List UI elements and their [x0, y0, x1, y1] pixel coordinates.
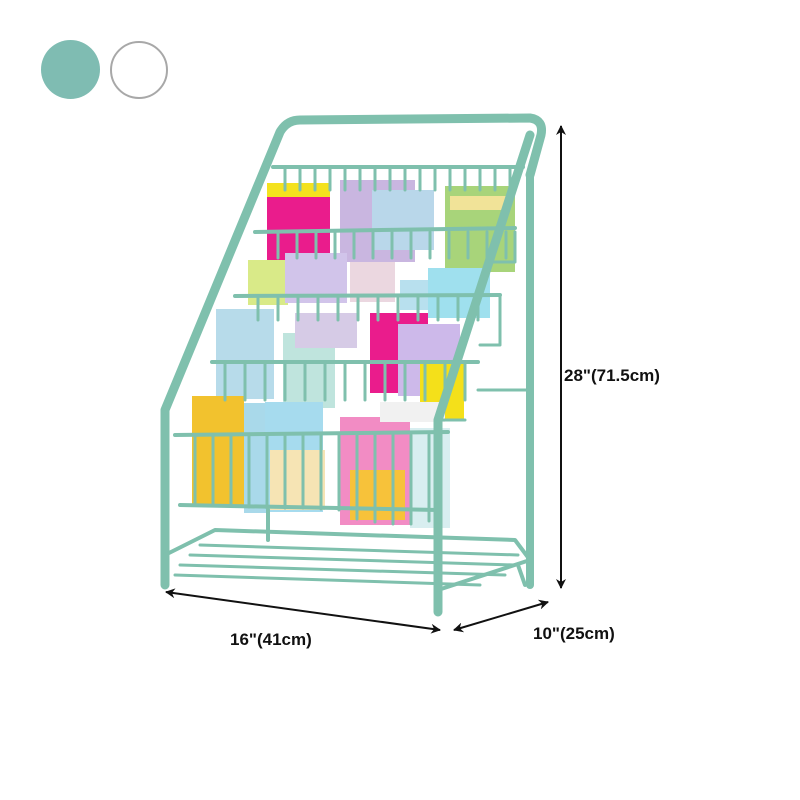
- depth-dimension-label: 10"(25cm): [533, 624, 615, 643]
- width-arrow: [165, 588, 441, 634]
- books: [192, 180, 515, 528]
- bookshelf-frame: [160, 113, 546, 617]
- dimension-arrows: [165, 125, 566, 634]
- height-dimension-label: 28"(71.5cm): [564, 366, 660, 385]
- depth-arrow: [453, 599, 549, 633]
- color-swatch-white[interactable]: [110, 41, 168, 99]
- color-swatch-teal[interactable]: [41, 40, 100, 99]
- width-dimension-label: 16"(41cm): [230, 630, 312, 649]
